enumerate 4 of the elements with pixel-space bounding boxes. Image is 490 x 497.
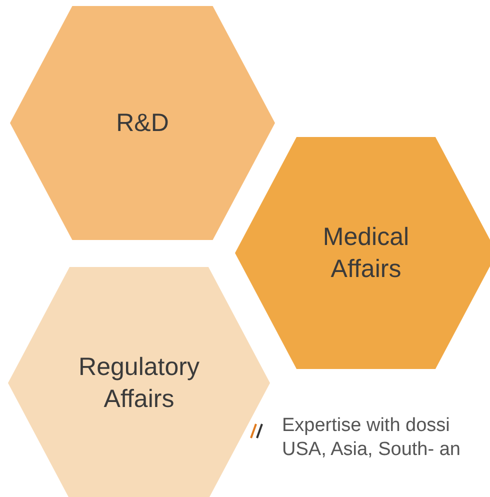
node-label: R&D xyxy=(115,108,170,139)
node-label: Regulatory Affairs xyxy=(78,352,200,415)
note-text: Expertise with dossi USA, Asia, South- an xyxy=(282,414,462,462)
node-label: Medical Affairs xyxy=(322,222,410,285)
